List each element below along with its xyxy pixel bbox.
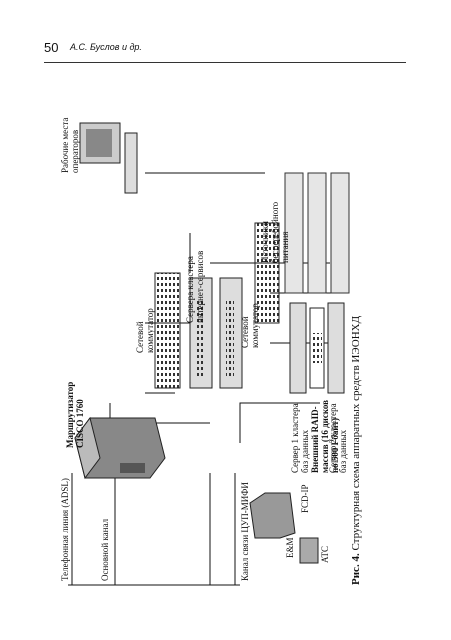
label-channel: Канал связи ЦУП-МИФИ [240,482,250,581]
label-phone-line: Телефонная линия (ADSL) [60,478,70,581]
figure-caption: Рис. 4. Структурная схема аппаратных сре… [350,105,362,585]
label-main-channel: Основной канал [100,518,110,581]
caption-text: Структурная схема аппаратных средств ИЭО… [350,315,362,551]
label-switch-top: Сетевой коммутатор [135,308,155,353]
diagram-drawing [68,122,350,586]
router-device [74,416,166,480]
label-db-server-1: Сервер 1 кластера баз данных [290,403,310,473]
hardware-diagram: Телефонная линия (ADSL) Основной канал М… [60,93,370,593]
header-rule [44,62,406,63]
label-fcd-ip: FCD-IP [300,484,310,513]
ats-phone [299,537,319,564]
running-authors: А.С. Буслов и др. [70,42,142,52]
label-ups: Источники бесперебойного питания [260,201,290,263]
fcd-ip-device [249,492,296,539]
switch-top [154,272,181,389]
label-em: E&M [285,537,295,558]
page-header: 50 А.С. Буслов и др. [44,40,404,60]
label-workstations: Рабочие места операторов [60,117,80,173]
label-switch-bottom: Сетевой коммутатор [240,303,260,348]
label-db-server-2: Сервер 2 кластера баз данных [328,403,348,473]
label-ats: ATC [320,545,330,563]
workstation-computer [79,122,138,194]
ups-units [284,172,350,294]
label-router: Маршрутизатор CISCO 1760 [65,381,85,448]
caption-label: Рис. 4. [350,553,362,585]
page-number: 50 [44,40,59,55]
web-cluster-servers [189,277,243,389]
label-web-cluster: Сервера кластера интернет-сервисов [185,250,205,323]
database-cluster [289,302,345,394]
switch-bottom [254,222,280,324]
